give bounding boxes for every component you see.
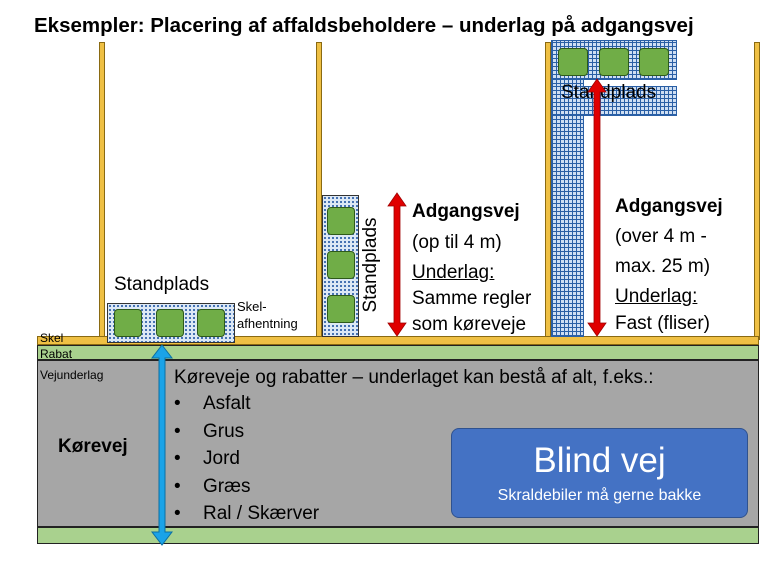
fence-post-1 bbox=[99, 42, 105, 340]
waste-bin-icon bbox=[197, 309, 225, 337]
rabat-band bbox=[37, 345, 759, 360]
skel-label: Skel bbox=[40, 331, 64, 345]
standplads-left-label: Standplads bbox=[114, 274, 210, 295]
red-double-arrow-icon bbox=[387, 192, 407, 337]
adgangsvej-long-line1: Fast (fliser) bbox=[615, 313, 710, 334]
adgangsvej-short-heading: Adgangsvej bbox=[412, 201, 520, 222]
waste-bin-icon bbox=[327, 295, 355, 323]
adgangsvej-long-range2: max. 25 m) bbox=[615, 256, 711, 277]
fence-post-4 bbox=[754, 42, 760, 340]
road-text-heading: Køreveje og rabatter – underlaget kan be… bbox=[174, 367, 654, 388]
list-item: •Grus bbox=[174, 420, 245, 442]
list-item: •Jord bbox=[174, 448, 240, 469]
standplads-right-label: Standplads bbox=[561, 82, 657, 103]
waste-bin-icon bbox=[327, 207, 355, 235]
adgangsvej-long-range1: (over 4 m - bbox=[615, 226, 707, 247]
waste-bin-icon bbox=[639, 48, 669, 76]
adgangsvej-short-line1: Samme regler bbox=[412, 288, 532, 309]
road-surface-list: •Asfalt •Grus •Jord •Græs •Ral / Skærver bbox=[174, 393, 319, 531]
skel-afhentning-label: Skel- afhentning bbox=[237, 299, 298, 331]
bottom-rabat-band bbox=[37, 527, 759, 544]
blind-vej-subtitle: Skraldebiler må gerne bakke bbox=[497, 487, 702, 504]
korevej-label: Kørevej bbox=[58, 436, 128, 457]
page-title: Eksempler: Placering af affaldsbeholdere… bbox=[34, 14, 694, 37]
list-item: •Ral / Skærver bbox=[174, 503, 320, 524]
adgangsvej-short-underlag: Underlag: bbox=[412, 262, 495, 283]
list-item: •Asfalt bbox=[174, 393, 251, 414]
adgangsvej-short-line2: som køreveje bbox=[412, 314, 527, 335]
adgangsvej-long-heading: Adgangsvej bbox=[615, 196, 723, 217]
adgangsvej-long-underlag: Underlag: bbox=[615, 286, 698, 307]
waste-bin-icon bbox=[558, 48, 588, 76]
rabat-label: Rabat bbox=[40, 347, 73, 361]
adgangsvej-short-range: (op til 4 m) bbox=[412, 232, 502, 253]
vejunderlag-label: Vejunderlag bbox=[40, 368, 104, 382]
standplads-right-area bbox=[551, 86, 677, 116]
red-double-arrow-icon bbox=[587, 78, 607, 337]
waste-bin-icon bbox=[114, 309, 142, 337]
waste-bin-icon bbox=[156, 309, 184, 337]
blind-vej-box: Blind vej Skraldebiler må gerne bakke bbox=[451, 428, 748, 518]
list-item: •Græs bbox=[174, 475, 251, 497]
waste-bin-icon bbox=[327, 251, 355, 279]
skel-line bbox=[37, 336, 759, 345]
waste-bin-icon bbox=[599, 48, 629, 76]
blue-double-arrow-icon bbox=[150, 344, 174, 546]
blind-vej-title: Blind vej bbox=[533, 441, 666, 480]
standplads-vertical-label: Standplads bbox=[360, 217, 381, 313]
